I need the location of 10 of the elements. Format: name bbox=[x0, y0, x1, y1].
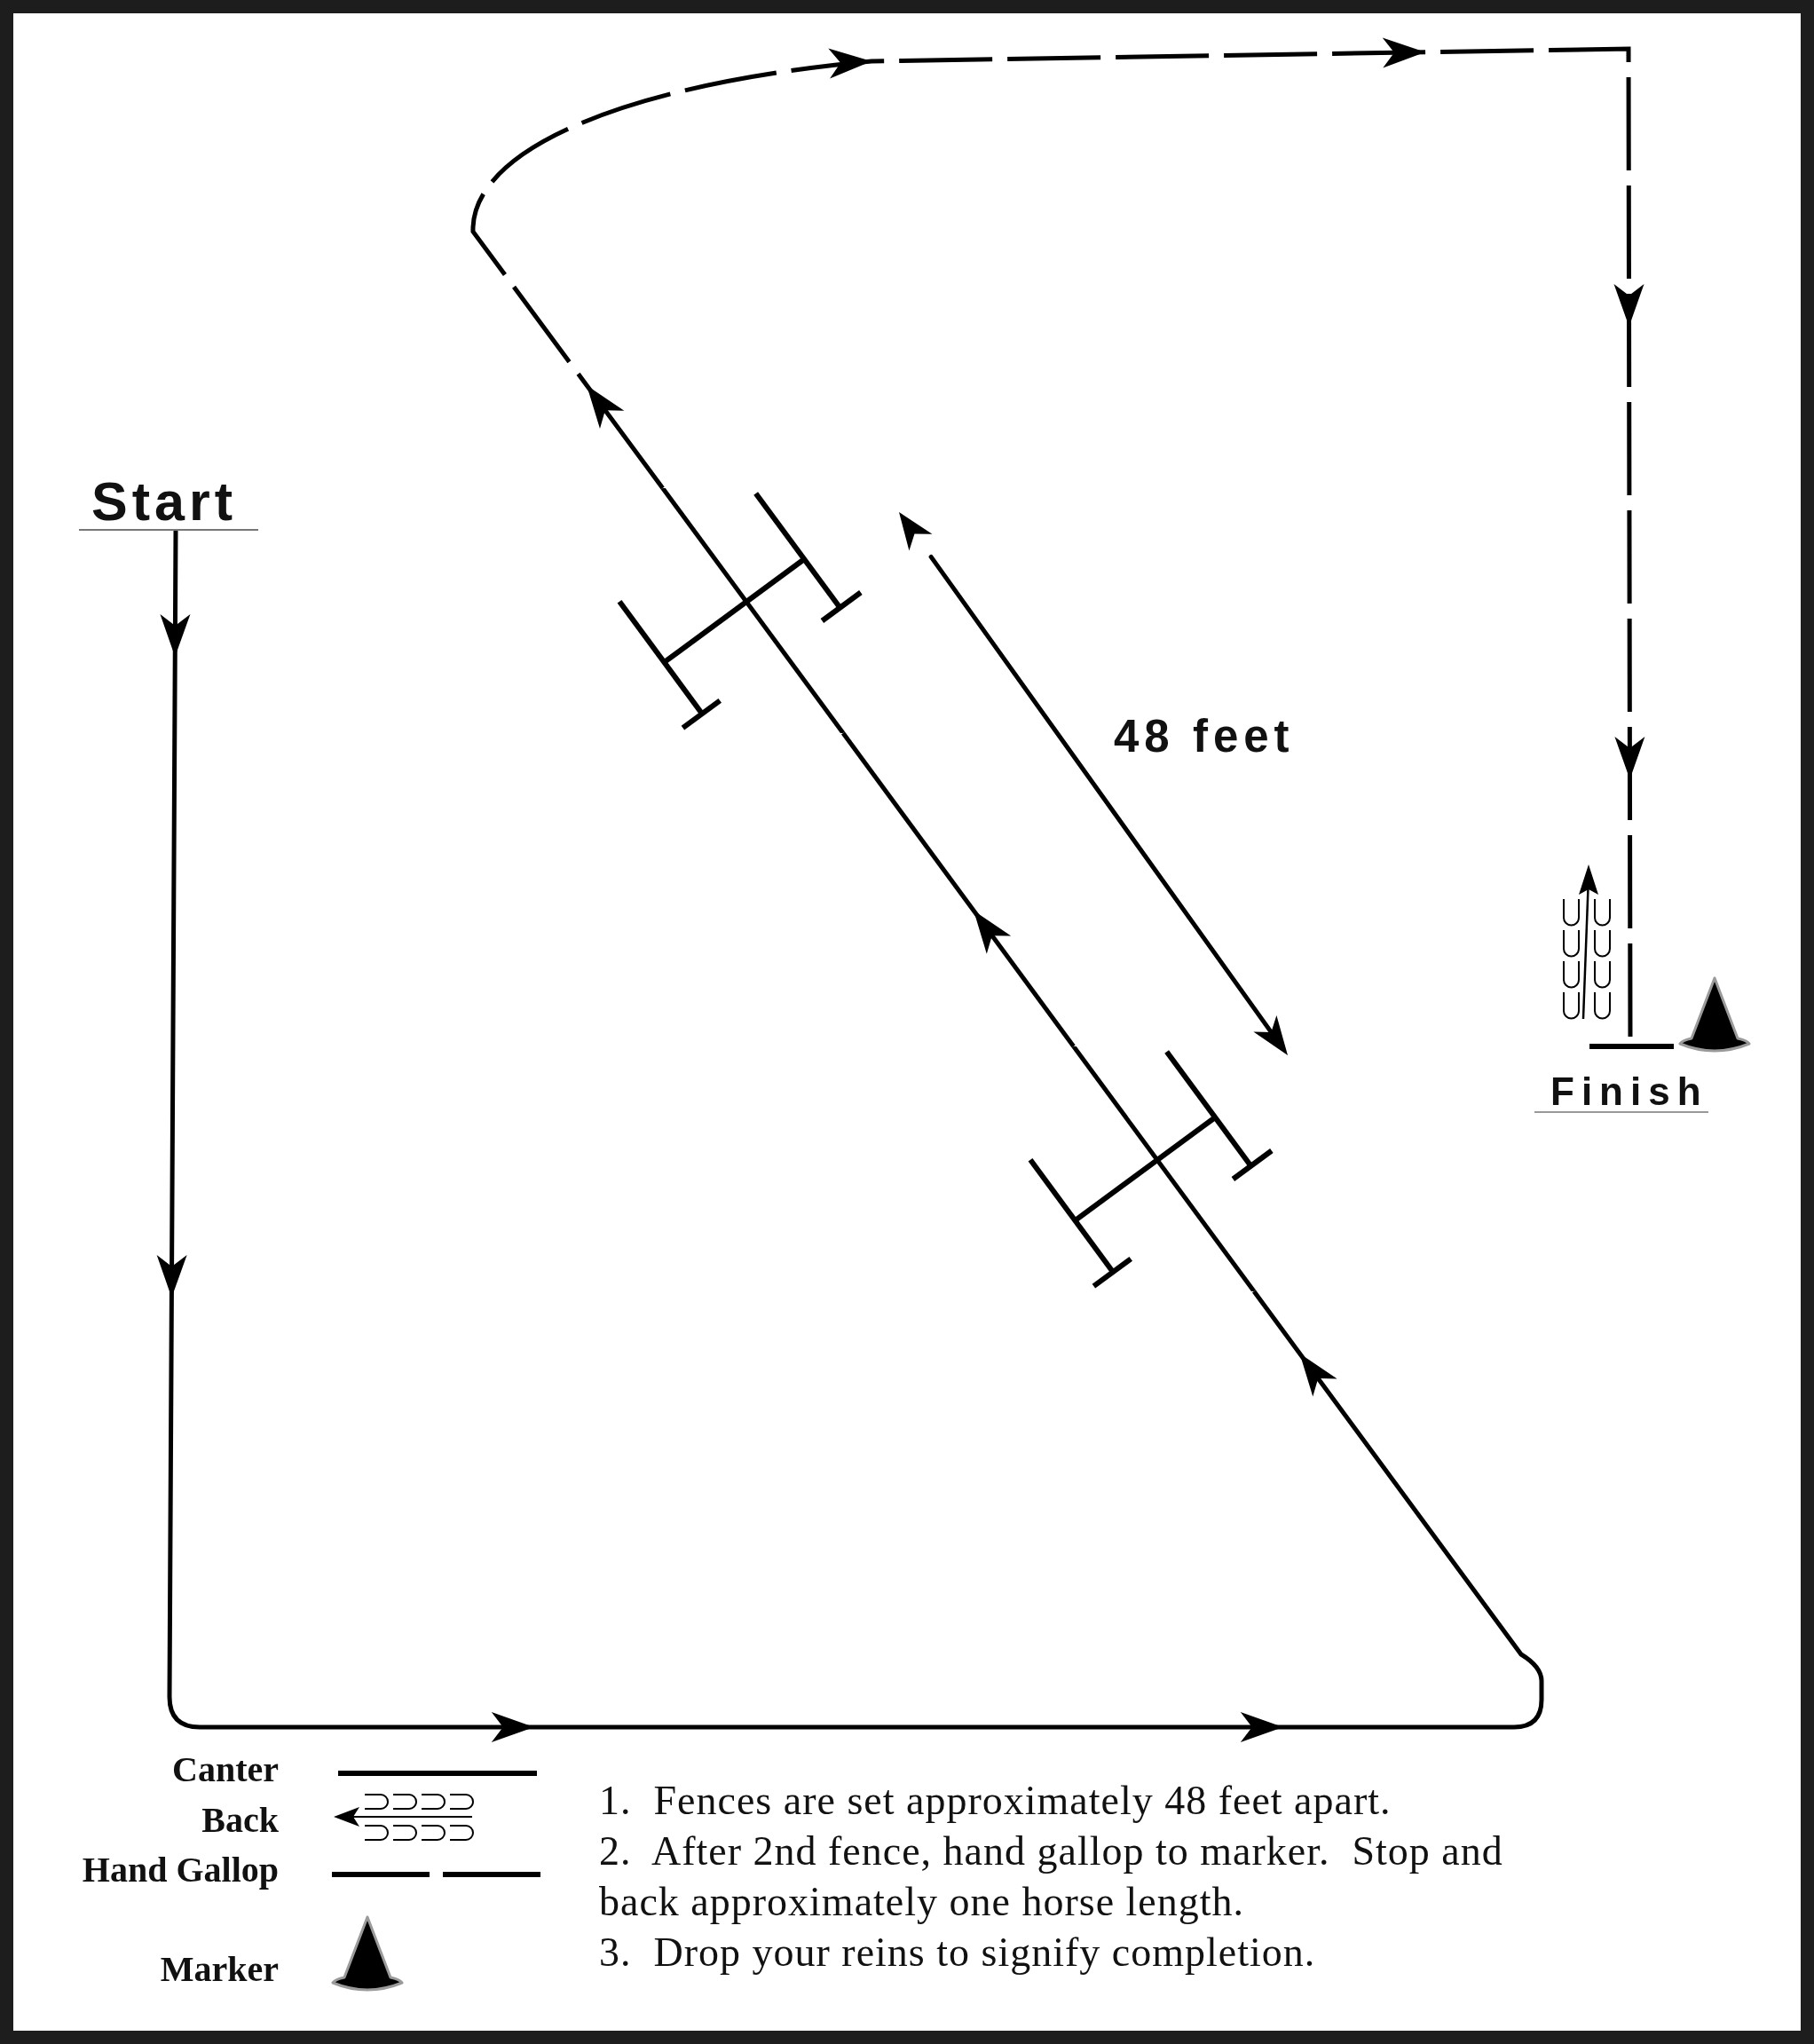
note-text: 2. After 2nd fence, hand gallop to marker. Stop and back approximately one horse length. bbox=[599, 1827, 1504, 1926]
legend-label: Marker bbox=[160, 1952, 279, 1987]
legend-label: Hand Gallop bbox=[82, 1852, 279, 1888]
legend-label: Canter bbox=[172, 1752, 279, 1788]
note-text: 3. Drop your reins to signify completion. bbox=[599, 1929, 1317, 1977]
finish-label: Finish bbox=[1534, 1072, 1708, 1113]
legend-label: Back bbox=[201, 1803, 279, 1838]
dimension-label: 48 feet bbox=[1114, 714, 1295, 759]
start-label: Start bbox=[79, 475, 258, 531]
note-text: 1. Fences are set approximately 48 feet apart. bbox=[599, 1777, 1392, 1825]
